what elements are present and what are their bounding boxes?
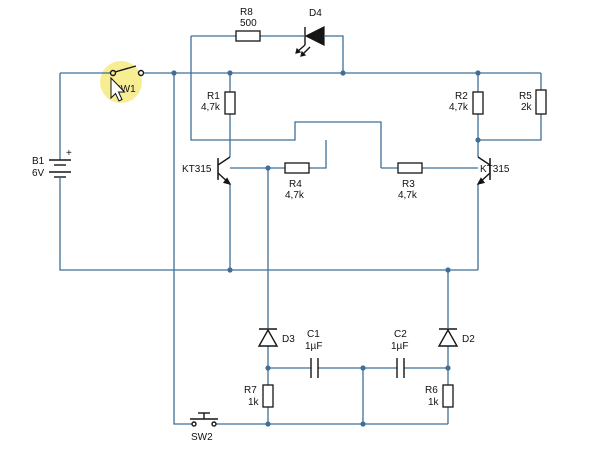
r2-label: R2 bbox=[455, 91, 468, 102]
r8-value: 500 bbox=[240, 18, 257, 29]
diode-d3[interactable]: D3 bbox=[257, 328, 295, 347]
pushbutton-sw2[interactable]: SW2 bbox=[190, 412, 218, 443]
r4-label: R4 bbox=[289, 179, 302, 190]
r5-label: R5 bbox=[519, 91, 532, 102]
led-d4[interactable]: D4 bbox=[295, 8, 328, 57]
q2-label: KT315 bbox=[480, 164, 510, 175]
d4-label: D4 bbox=[309, 8, 322, 19]
b1-plus: + bbox=[66, 148, 72, 159]
resistor-r2[interactable]: R2 4,7k bbox=[449, 91, 484, 115]
diode-d2[interactable]: D2 bbox=[437, 328, 475, 347]
r5-value: 2k bbox=[521, 102, 533, 113]
sw2-label: SW2 bbox=[191, 432, 213, 443]
r7-label: R7 bbox=[244, 385, 257, 396]
capacitor-c2[interactable]: C2 1µF bbox=[391, 329, 408, 378]
r2-value: 4,7k bbox=[449, 102, 469, 113]
sw1-label: SW1 bbox=[114, 84, 136, 95]
c2-label: C2 bbox=[394, 329, 407, 340]
resistor-r5[interactable]: R5 2k bbox=[519, 89, 547, 115]
resistor-r6[interactable]: R6 1k bbox=[425, 384, 454, 408]
r3-value: 4,7k bbox=[398, 190, 418, 201]
r8-label: R8 bbox=[240, 7, 253, 18]
transistor-q2[interactable]: KT315 bbox=[476, 156, 510, 185]
resistor-r4[interactable]: R4 4,7k bbox=[284, 162, 310, 201]
r1-label: R1 bbox=[207, 91, 220, 102]
mouse-cursor-icon bbox=[110, 76, 126, 102]
b1-label: B1 bbox=[32, 156, 45, 167]
light-arrows-icon bbox=[295, 44, 311, 57]
resistor-r7[interactable]: R7 1k bbox=[244, 384, 274, 408]
r4-value: 4,7k bbox=[285, 190, 305, 201]
r6-value: 1k bbox=[428, 397, 440, 408]
b1-value: 6V bbox=[32, 168, 45, 179]
junction-nodes bbox=[171, 70, 481, 427]
d3-label: D3 bbox=[282, 334, 295, 345]
resistor-r8[interactable]: R8 500 bbox=[235, 7, 261, 42]
battery-b1[interactable]: + B1 6V bbox=[32, 148, 72, 186]
r3-label: R3 bbox=[402, 179, 415, 190]
q1-label: KT315 bbox=[182, 164, 212, 175]
c1-label: C1 bbox=[307, 329, 320, 340]
switch-sw1[interactable]: SW1 bbox=[102, 65, 150, 95]
r1-value: 4,7k bbox=[201, 102, 221, 113]
d2-label: D2 bbox=[462, 334, 475, 345]
resistor-r3[interactable]: R3 4,7k bbox=[397, 162, 423, 201]
resistor-r1[interactable]: R1 4,7k bbox=[201, 91, 236, 115]
r6-label: R6 bbox=[425, 385, 438, 396]
c2-value: 1µF bbox=[391, 341, 408, 352]
c1-value: 1µF bbox=[305, 341, 322, 352]
transistor-q1[interactable]: KT315 bbox=[182, 156, 232, 185]
capacitor-c1[interactable]: C1 1µF bbox=[305, 329, 322, 378]
r7-value: 1k bbox=[248, 397, 260, 408]
